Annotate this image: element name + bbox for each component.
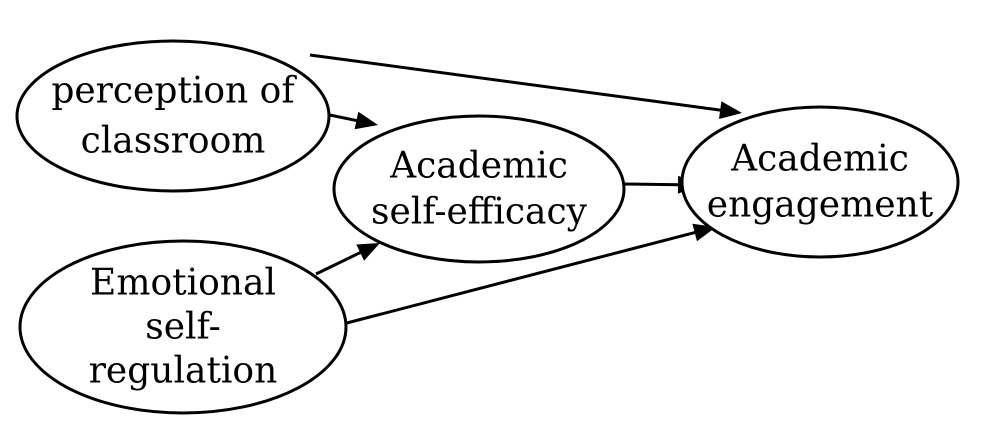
node-engagement: Academic engagement bbox=[680, 105, 960, 259]
node-engagement-ellipse bbox=[680, 105, 960, 259]
node-engagement-label-line-1: Academic bbox=[730, 139, 909, 180]
node-perception: perception of classroom bbox=[15, 39, 331, 193]
node-efficacy-label-line-2: self-efficacy bbox=[371, 192, 588, 233]
node-efficacy: Academic self-efficacy bbox=[332, 114, 626, 264]
nodes-layer: perception of classroomEmotionalself-regu… bbox=[15, 39, 960, 415]
edge-perception-to-engagement bbox=[309, 53, 742, 119]
edge-line bbox=[315, 250, 363, 276]
node-perception-ellipse bbox=[15, 39, 331, 193]
node-efficacy-label-line-1: Academic bbox=[389, 146, 568, 187]
node-efficacy-ellipse bbox=[332, 114, 626, 264]
node-emotional-label-line-1: Emotional bbox=[90, 263, 276, 304]
node-engagement-label-line-2: engagement bbox=[707, 185, 934, 226]
edge-line bbox=[324, 112, 359, 123]
edge-line bbox=[309, 53, 723, 112]
node-emotional-label-line-3: regulation bbox=[89, 351, 278, 392]
node-emotional-label-line-2: self- bbox=[145, 307, 221, 348]
node-emotional-ellipse bbox=[18, 239, 348, 415]
edge-line bbox=[622, 182, 681, 187]
edge-line bbox=[342, 230, 698, 326]
node-perception-label-line-1: perception of bbox=[51, 71, 297, 112]
arrowhead-icon bbox=[719, 101, 742, 119]
edge-perception-to-efficacy bbox=[324, 111, 378, 130]
node-perception-label-line-2: classroom bbox=[81, 121, 266, 162]
edge-emotional-to-efficacy bbox=[315, 243, 380, 276]
arrowhead-icon bbox=[354, 111, 378, 130]
arrowhead-icon bbox=[356, 243, 380, 261]
